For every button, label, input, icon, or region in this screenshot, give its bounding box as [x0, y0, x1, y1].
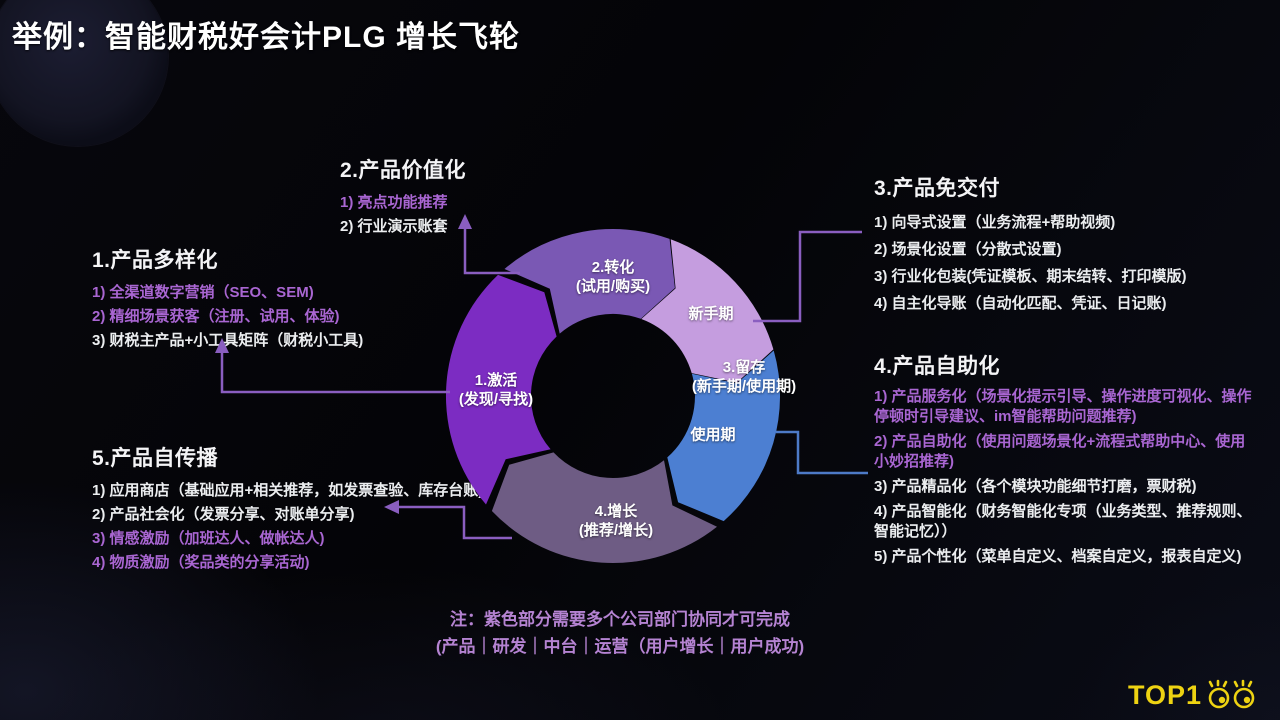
eyes-icon: [1208, 679, 1255, 709]
flywheel-segment-newbie: [641, 239, 774, 383]
block-self-service: 4.产品自助化 1) 产品服务化（场景化提示引导、操作进度可视化、操作停顿时引导…: [874, 350, 1258, 572]
connector-to-diversification: [220, 350, 450, 394]
segment-label-line: 3.留存: [722, 359, 766, 376]
footnote-line: 注：紫色部分需要多个公司部门协同才可完成: [450, 610, 790, 629]
footnote: 注：紫色部分需要多个公司部门协同才可完成 (产品｜研发｜中台｜运营（用户增长｜用…: [360, 606, 880, 660]
logo-text: TOP1: [1127, 679, 1202, 710]
block-item-list: 1) 全渠道数字营销（SEO、SEM) 2) 精细场景获客（注册、试用、体验) 3)…: [92, 281, 512, 353]
block-heading: 5.产品自传播: [92, 447, 219, 470]
segment-label-line: 新手期: [688, 305, 734, 323]
block-item-list: 1) 产品服务化（场景化提示引导、操作进度可视化、操作停顿时引导建议、im智能帮…: [874, 387, 1258, 567]
block-item-list: 1) 亮点功能推荐 2) 行业演示账套: [340, 191, 640, 239]
connector-to-no-delivery: [753, 230, 862, 323]
segment-label-line: 1.激活: [474, 372, 518, 389]
segment-label-line: 2.转化: [591, 259, 635, 276]
segment-label-line: (推荐/增长): [578, 522, 654, 539]
flywheel-segment-convert: [504, 228, 675, 334]
segment-label-line: 4.增长: [594, 503, 638, 520]
list-item: 1) 向导式设置（业务流程+帮助视频): [874, 214, 1116, 231]
arrow-left-icon: [384, 500, 399, 514]
list-item: 5) 产品个性化（菜单自定义、档案自定义，报表自定义): [874, 548, 1242, 565]
flywheel-segment-retain: [667, 350, 781, 522]
connector-to-value: [463, 226, 520, 275]
segment-label-line: (试用/购买): [575, 278, 651, 295]
list-item: 3) 财税主产品+小工具矩阵（财税小工具): [92, 332, 364, 349]
segment-label-line: 使用期: [690, 426, 736, 444]
list-item: 2) 精细场景获客（注册、试用、体验): [92, 308, 340, 325]
list-item: 1) 全渠道数字营销（SEO、SEM): [92, 284, 314, 301]
page-title: 举例：智能财税好会计PLG 增长飞轮: [12, 21, 521, 54]
segment-label-line: (新手期/使用期): [691, 378, 797, 395]
list-item: 3) 行业化包装(凭证模板、期末结转、打印模版): [874, 268, 1187, 285]
arrow-up-icon: [215, 338, 229, 353]
list-item: 2) 场景化设置（分散式设置): [874, 241, 1062, 258]
list-item: 4) 自主化导账（自动化匹配、凭证、日记账): [874, 295, 1167, 312]
flywheel-segment-grow: [491, 452, 717, 564]
segment-label-activate: 1.激活 (发现/寻找): [459, 371, 533, 409]
list-item: 1) 应用商店（基础应用+相关推荐，如发票查验、库存台账): [92, 482, 484, 499]
footnote-line: (产品｜研发｜中台｜运营（用户增长｜用户成功): [435, 637, 805, 656]
list-item: 1) 亮点功能推荐: [340, 194, 448, 211]
segment-label-newbie: 新手期: [688, 305, 733, 324]
list-item: 2) 行业演示账套: [340, 218, 448, 235]
segment-label-retain: 3.留存 (新手期/使用期): [692, 358, 796, 396]
segment-label-usage: 使用期: [690, 426, 735, 445]
block-heading: 4.产品自助化: [874, 355, 1001, 378]
block-self-propagation: 5.产品自传播 1) 应用商店（基础应用+相关推荐，如发票查验、库存台账) 2) …: [92, 442, 532, 575]
list-item: 1) 产品服务化（场景化提示引导、操作进度可视化、操作停顿时引导建议、im智能帮…: [874, 388, 1252, 425]
arrow-up-icon: [458, 214, 472, 229]
block-no-delivery: 3.产品免交付 1) 向导式设置（业务流程+帮助视频) 2) 场景化设置（分散式设…: [874, 172, 1274, 317]
segment-label-line: (发现/寻找): [458, 391, 534, 408]
top1-logo: TOP1: [1128, 678, 1262, 712]
connector-to-self-service: [776, 430, 868, 475]
block-heading: 2.产品价值化: [340, 159, 467, 182]
block-item-list: 1) 向导式设置（业务流程+帮助视频) 2) 场景化设置（分散式设置) 3) 行业化…: [874, 209, 1274, 317]
list-item: 2) 产品社会化（发票分享、对账单分享): [92, 506, 355, 523]
flywheel-segments: [445, 228, 781, 564]
connector-to-self-propagation: [398, 505, 512, 540]
block-heading: 3.产品免交付: [874, 177, 1001, 200]
list-item: 4) 产品智能化（财务智能化专项（业务类型、推荐规则、智能记忆））: [874, 503, 1252, 540]
list-item: 2) 产品自助化（使用问题场景化+流程式帮助中心、使用小妙招推荐): [874, 433, 1246, 470]
segment-label-grow: 4.增长 (推荐/增长): [579, 502, 653, 540]
flywheel-segment-activate: [445, 274, 557, 505]
segment-label-convert: 2.转化 (试用/购买): [576, 258, 650, 296]
block-product-value: 2.产品价值化 1) 亮点功能推荐 2) 行业演示账套: [340, 154, 640, 239]
list-item: 4) 物质激励（奖品类的分享活动): [92, 554, 310, 571]
block-product-diversification: 1.产品多样化 1) 全渠道数字营销（SEO、SEM) 2) 精细场景获客（注册、…: [92, 244, 512, 353]
list-item: 3) 情感激励（加班达人、做帐达人): [92, 530, 325, 547]
block-item-list: 1) 应用商店（基础应用+相关推荐，如发票查验、库存台账) 2) 产品社会化（发票…: [92, 479, 532, 575]
block-heading: 1.产品多样化: [92, 249, 219, 272]
list-item: 3) 产品精品化（各个模块功能细节打磨，票财税): [874, 478, 1197, 495]
